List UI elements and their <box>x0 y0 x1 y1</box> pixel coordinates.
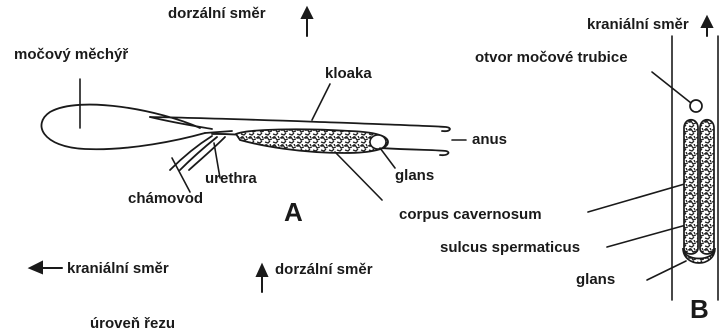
label-glans-a: glans <box>395 168 434 183</box>
arrow-dorsal-top-head <box>302 8 312 18</box>
glans-a-shape <box>370 135 386 149</box>
urethral-opening <box>690 100 702 112</box>
arrow-cranial-bottom-head <box>30 262 42 273</box>
corpus-b-right <box>700 120 714 254</box>
label-kranialni-bottom: kraniální směr <box>67 261 169 276</box>
label-chamovod: chámovod <box>128 191 203 206</box>
label-dorzalni-top: dorzální směr <box>168 6 266 21</box>
leader-corpus <box>335 152 382 200</box>
bladder-outline <box>41 105 205 150</box>
label-uroven-rezu: úroveň řezu <box>90 316 175 331</box>
vas-deferens-2 <box>180 137 217 170</box>
label-anus: anus <box>472 132 507 147</box>
label-mocovy-mechyr: močový měchýř <box>14 47 128 62</box>
label-kranialni-top: kraniální směr <box>587 17 689 32</box>
arrow-cranial-top-head <box>702 17 712 27</box>
leader-kloaka <box>312 84 330 120</box>
corpus-b-left <box>684 120 698 254</box>
leader-glans-b <box>647 261 686 280</box>
label-sulcus-spermaticus: sulcus spermaticus <box>440 240 580 255</box>
label-dorzalni-bottom: dorzální směr <box>275 262 373 277</box>
label-kloaka: kloaka <box>325 66 372 81</box>
figure-label-b: B <box>690 296 709 322</box>
bladder-neck <box>205 131 232 133</box>
phallus-a <box>236 129 388 153</box>
label-urethra: urethra <box>205 171 257 186</box>
figure-label-a: A <box>284 199 303 225</box>
leader-glans-a <box>380 148 395 168</box>
label-glans-b: glans <box>576 272 615 287</box>
vas-deferens-3 <box>189 137 225 170</box>
arrow-dorsal-bottom-head <box>257 265 267 276</box>
leader-corpus-b <box>588 183 688 212</box>
label-otvor: otvor močové trubice <box>475 50 628 65</box>
label-corpus-cavernosum: corpus cavernosum <box>399 207 542 222</box>
